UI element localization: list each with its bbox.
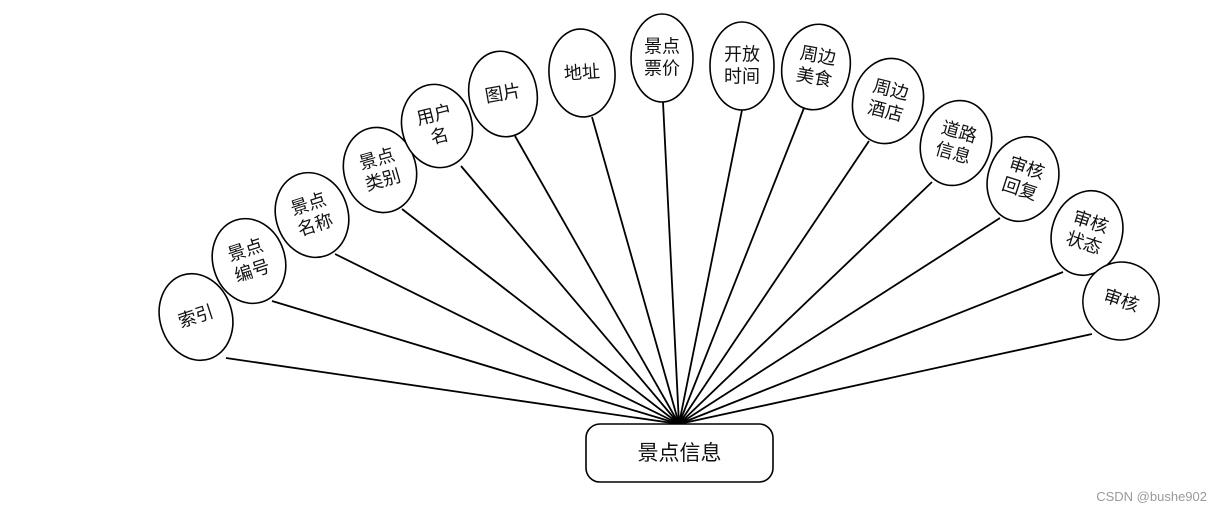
attribute-label: 票价 xyxy=(644,59,680,80)
edge-line xyxy=(678,140,870,425)
edge-line xyxy=(678,217,1001,425)
edge-line xyxy=(225,357,680,425)
attribute-ellipse xyxy=(400,83,474,169)
edge-line xyxy=(401,208,680,425)
attribute-label: 名 xyxy=(428,124,451,149)
edges xyxy=(225,101,1093,425)
attribute-ellipse xyxy=(211,217,287,305)
edge-line xyxy=(514,135,680,425)
edge-line xyxy=(678,271,1064,425)
attribute-ellipse xyxy=(780,23,852,111)
attribute-node: 索引 xyxy=(158,272,234,362)
watermark: CSDN @bushe902 xyxy=(1096,489,1207,504)
attribute-ellipse xyxy=(851,57,925,145)
attribute-label: 地址 xyxy=(563,61,600,84)
attribute-label: 开放 xyxy=(724,45,760,66)
entity-box xyxy=(585,423,774,483)
attribute-node: 地址 xyxy=(548,28,616,118)
attribute-node: 图片 xyxy=(467,50,539,138)
attribute-ellipse xyxy=(1082,261,1160,341)
attribute-ellipse xyxy=(630,13,694,103)
edge-line xyxy=(460,165,680,425)
edge-line xyxy=(678,109,743,425)
entity-node: 景点信息 xyxy=(585,423,774,483)
attribute-ellipse xyxy=(274,171,350,259)
edge-line xyxy=(334,253,680,425)
edge-line xyxy=(678,181,933,425)
attribute-node: 用户名 xyxy=(400,83,474,169)
entity-label: 景点信息 xyxy=(638,441,722,465)
attribute-ellipse xyxy=(342,126,418,214)
attribute-node: 审核 xyxy=(1082,261,1160,341)
attribute-label: 时间 xyxy=(724,67,760,88)
attribute-ellipse xyxy=(467,50,539,138)
edge-line xyxy=(678,107,805,425)
attributes: 索引景点编号景点名称景点类别用户名图片地址景点票价开放时间周边美食周边酒店道路信… xyxy=(158,13,1160,362)
edge-line xyxy=(271,300,680,425)
attribute-ellipse xyxy=(709,21,775,111)
edge-line xyxy=(591,116,680,425)
attribute-ellipse xyxy=(158,272,234,362)
edge-line xyxy=(662,101,680,425)
edge-line xyxy=(678,333,1093,425)
attribute-label: 景点 xyxy=(644,37,680,58)
attribute-ellipse xyxy=(548,28,616,118)
